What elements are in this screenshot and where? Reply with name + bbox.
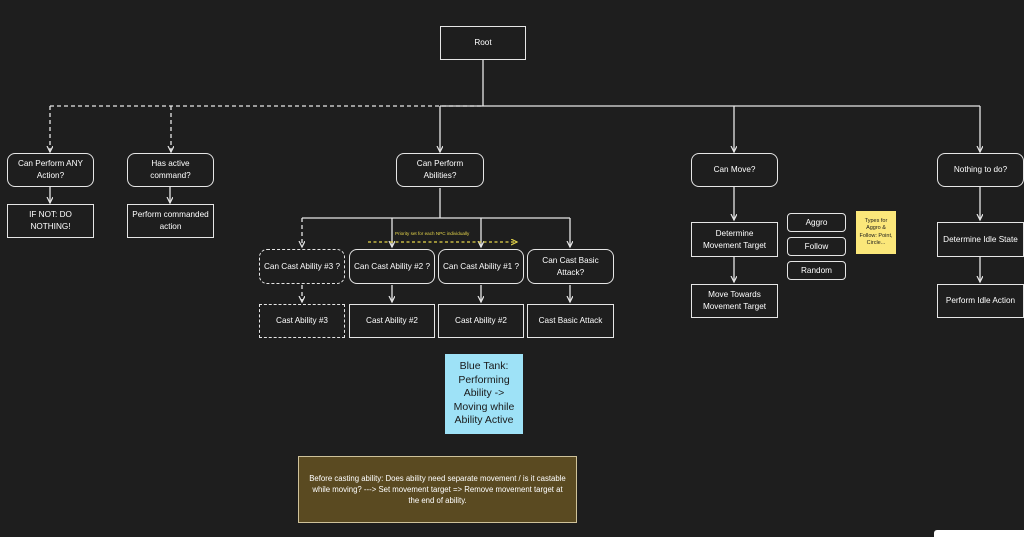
blue-tank-sticky[interactable]: Blue Tank: Performing Ability -> Moving … [445, 354, 523, 434]
cast-basic-attack-label: Cast Basic Attack [538, 316, 603, 326]
blue-tank-sticky-text: Blue Tank: Performing Ability -> Moving … [453, 359, 515, 427]
cast-ability-1-label: Cast Ability #2 [455, 316, 507, 326]
can-perform-abilities-label: Can Perform Abilities? [416, 159, 464, 180]
if-not-node[interactable]: IF NOT: DO NOTHING! [7, 204, 94, 238]
can-move-label: Can Move? [713, 165, 756, 175]
determine-idle-node[interactable]: Determine Idle State [937, 222, 1024, 257]
perform-idle-label: Perform Idle Action [945, 296, 1016, 306]
perform-commanded-node[interactable]: Perform commanded action [127, 204, 214, 238]
can-cast-ability-2-node[interactable]: Can Cast Ability #2 ? [349, 249, 435, 284]
can-cast-basic-attack-node[interactable]: Can Cast Basic Attack? [527, 249, 614, 284]
perform-commanded-label: Perform commanded action [132, 210, 209, 231]
movement-type-follow[interactable]: Follow [787, 237, 846, 256]
can-cast-ability-2-label: Can Cast Ability #2 ? [354, 261, 431, 271]
can-perform-any-label: Can Perform ANY Action? [17, 159, 84, 180]
cast-ability-3-label: Cast Ability #3 [276, 316, 328, 326]
nothing-to-do-label: Nothing to do? [953, 165, 1008, 175]
root-label: Root [474, 38, 492, 48]
movement-type-aggro[interactable]: Aggro [787, 213, 846, 232]
can-cast-ability-1-node[interactable]: Can Cast Ability #1 ? [438, 249, 524, 284]
cast-ability-1-node[interactable]: Cast Ability #2 [438, 304, 524, 338]
nothing-to-do-node[interactable]: Nothing to do? [937, 153, 1024, 187]
has-active-command-node[interactable]: Has active command? [127, 153, 214, 187]
cast-basic-attack-node[interactable]: Cast Basic Attack [527, 304, 614, 338]
ability-movement-note[interactable]: Before casting ability: Does ability nee… [298, 456, 577, 523]
can-cast-ability-1-label: Can Cast Ability #1 ? [443, 261, 520, 271]
movement-type-aggro-label: Aggro [805, 217, 828, 227]
move-towards-node[interactable]: Move Towards Movement Target [691, 284, 778, 318]
if-not-label: IF NOT: DO NOTHING! [29, 210, 72, 231]
can-move-node[interactable]: Can Move? [691, 153, 778, 187]
can-perform-any-node[interactable]: Can Perform ANY Action? [7, 153, 94, 187]
corner-panel [934, 530, 1024, 537]
cast-ability-2-label: Cast Ability #2 [366, 316, 418, 326]
can-cast-ability-3-node[interactable]: Can Cast Ability #3 ? [259, 249, 345, 284]
can-perform-abilities-node[interactable]: Can Perform Abilities? [396, 153, 484, 187]
move-towards-label: Move Towards Movement Target [702, 290, 767, 311]
priority-label: Priority set for each NPC individually [395, 231, 470, 236]
determine-movement-label: Determine Movement Target [702, 228, 767, 250]
perform-idle-node[interactable]: Perform Idle Action [937, 284, 1024, 318]
root-node[interactable]: Root [440, 26, 526, 60]
ability-movement-note-text: Before casting ability: Does ability nee… [309, 473, 566, 506]
movement-type-random-label: Random [801, 265, 832, 275]
determine-idle-label: Determine Idle State [943, 234, 1018, 244]
movement-types-sticky[interactable]: Types for Aggro & Follow: Point, Circle.… [856, 211, 896, 254]
cast-ability-2-node[interactable]: Cast Ability #2 [349, 304, 435, 338]
movement-types-sticky-text: Types for Aggro & Follow: Point, Circle.… [859, 218, 893, 246]
movement-type-random[interactable]: Random [787, 261, 846, 280]
has-active-command-label: Has active command? [150, 159, 191, 180]
movement-type-follow-label: Follow [804, 241, 829, 251]
can-cast-basic-attack-label: Can Cast Basic Attack? [542, 255, 599, 277]
cast-ability-3-node[interactable]: Cast Ability #3 [259, 304, 345, 338]
can-cast-ability-3-label: Can Cast Ability #3 ? [264, 261, 341, 271]
determine-movement-node[interactable]: Determine Movement Target [691, 222, 778, 257]
